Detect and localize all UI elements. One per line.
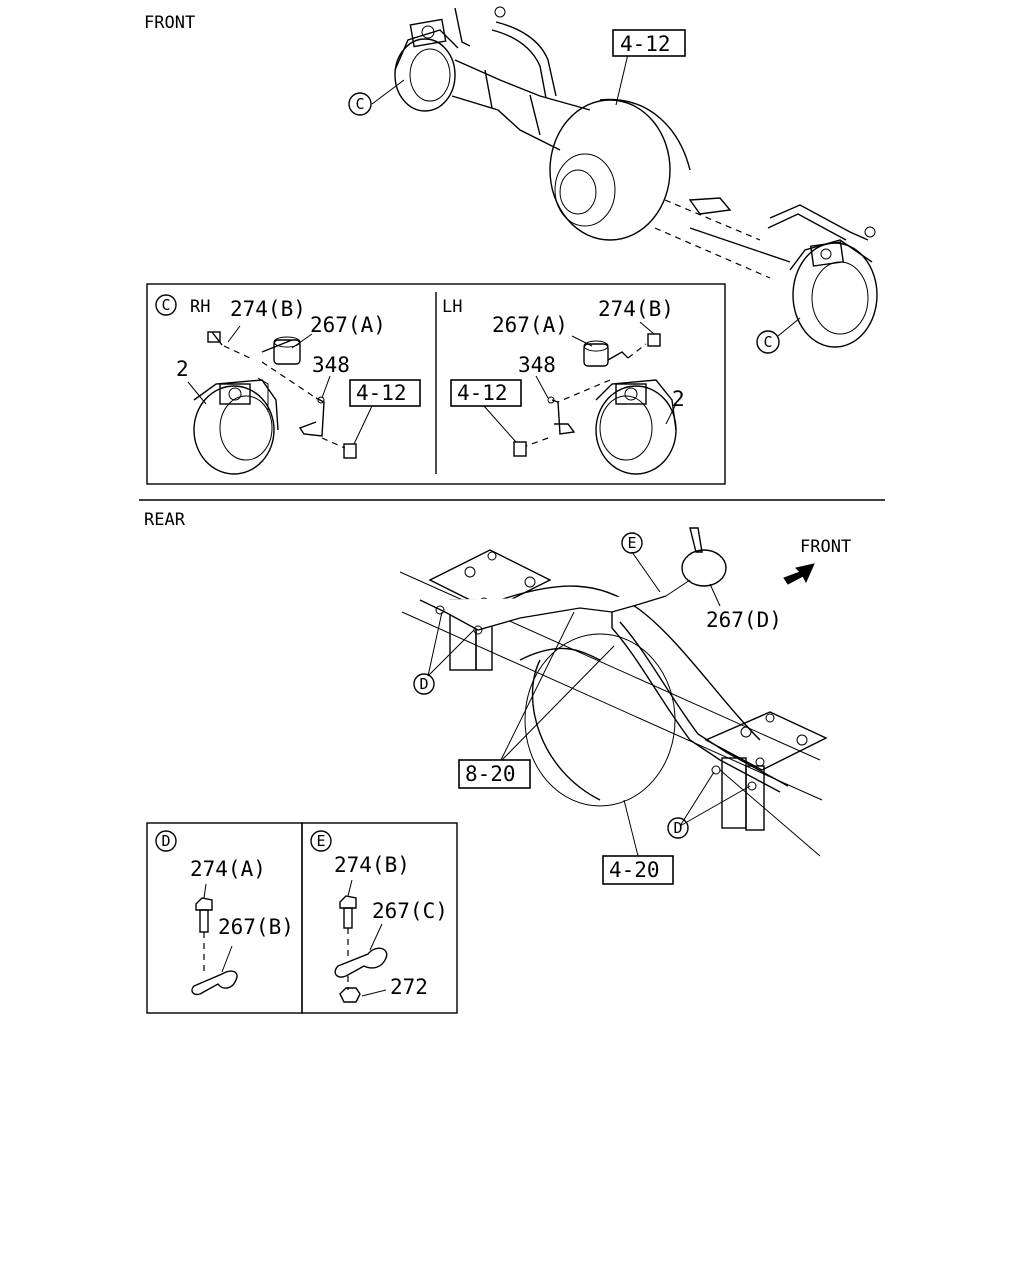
callout-d-rear-left: D [413,673,435,695]
callout-d-rear-right: D [667,817,689,839]
detail-d-bolt-label: 274(A) [190,857,266,881]
front-section-title: FRONT [144,13,195,33]
detail-c-panel: C RH 274(B) 267(A) 348 2 4-12 LH 26 [146,283,726,485]
detail-e-panel: E 274(B) 267(C) 272 [301,822,458,1014]
rear-front-arrow-label: FRONT [800,537,851,557]
callout-4-20: 4-20 [602,855,674,885]
callout-8-20: 8-20 [458,759,531,789]
rh-bracket-label: 348 [312,353,350,377]
rh-bolt-label: 274(B) [230,297,306,321]
detail-e-marker: E [316,832,325,850]
rh-label: RH [190,297,210,317]
svg-text:C: C [355,95,364,113]
svg-text:D: D [673,819,682,837]
lh-bolt-label: 274(B) [598,297,674,321]
svg-text:C: C [763,333,772,351]
svg-text:4-20: 4-20 [609,858,660,882]
detail-c-marker: C [161,296,170,314]
rear-axle-drawing [399,527,828,857]
svg-text:E: E [627,534,636,552]
front-axle-drawing [371,6,878,348]
callout-4-12-front: 4-12 [612,29,686,57]
band-clip-label: 267(D) [706,608,782,632]
detail-d-panel: D 274(A) 267(B) [146,822,303,1014]
detail-e-bolt-label: 274(B) [334,853,410,877]
lh-ref-label: 4-12 [457,381,508,405]
detail-d-clip-label: 267(B) [218,915,294,939]
callout-c-right: C [756,330,780,354]
lh-bracket-label: 348 [518,353,556,377]
front-direction-arrow: FRONT [783,537,851,585]
lh-label: LH [442,297,462,317]
lh-clip-label: 267(A) [492,313,568,337]
svg-text:8-20: 8-20 [465,762,516,786]
rh-knuckle-label: 2 [176,357,189,381]
rh-ref-label: 4-12 [356,381,407,405]
callout-c-left: C [348,92,372,116]
callout-e-rear: E [621,532,643,554]
rh-clip-label: 267(A) [310,313,386,337]
detail-e-nut-label: 272 [390,975,428,999]
detail-d-marker: D [161,832,170,850]
svg-text:4-12: 4-12 [620,32,671,56]
rear-section-title: REAR [144,510,186,530]
svg-text:D: D [419,675,428,693]
detail-e-clip-label: 267(C) [372,899,448,923]
